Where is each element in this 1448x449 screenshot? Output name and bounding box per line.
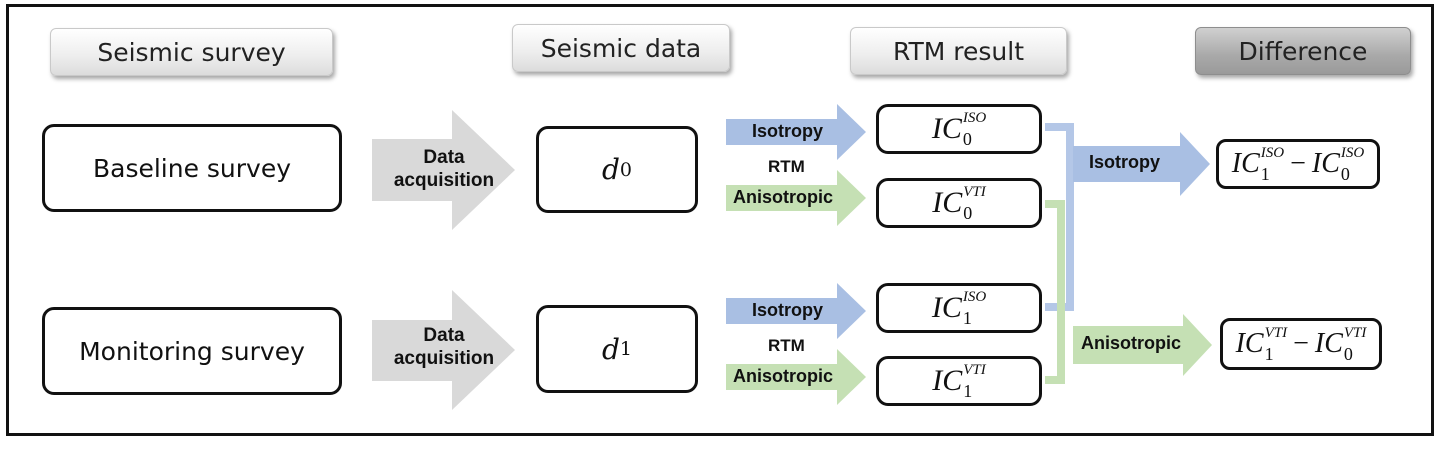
acquisition-arrow-baseline — [372, 110, 515, 230]
rtm-arrow-isotropy-1 — [726, 283, 866, 339]
rtm-arrow-anisotropic-0 — [726, 170, 866, 226]
rtm-arrow-isotropy-0 — [726, 104, 866, 160]
difference-arrow-isotropy — [1073, 132, 1210, 196]
difference-isotropy-label: Isotropy — [1089, 152, 1161, 172]
difference-arrow-anisotropic — [1073, 314, 1212, 376]
rtm-isotropy-label-0: Isotropy — [752, 121, 824, 141]
header-rtm-result: RTM result — [850, 27, 1067, 75]
monitoring-survey-box: Monitoring survey — [42, 307, 342, 395]
rtm-anisotropic-label-0: Anisotropic — [733, 187, 834, 207]
rtm-isotropy-label-1: Isotropy — [752, 300, 824, 320]
vti-connector — [1045, 200, 1065, 384]
baseline-survey-box: Baseline survey — [42, 124, 342, 212]
header-seismic-data: Seismic data — [512, 24, 730, 72]
rtm-anisotropic-label-1: Anisotropic — [733, 366, 834, 386]
difference-anisotropic-label: Anisotropic — [1081, 333, 1182, 353]
header-seismic-survey: Seismic survey — [50, 28, 333, 76]
rtm-label-1: RTM — [768, 336, 805, 355]
acquisition-arrow-monitoring — [372, 290, 515, 410]
rtm-arrow-anisotropic-1 — [726, 349, 866, 405]
header-difference: Difference — [1195, 27, 1411, 75]
rtm-label-0: RTM — [768, 157, 805, 176]
